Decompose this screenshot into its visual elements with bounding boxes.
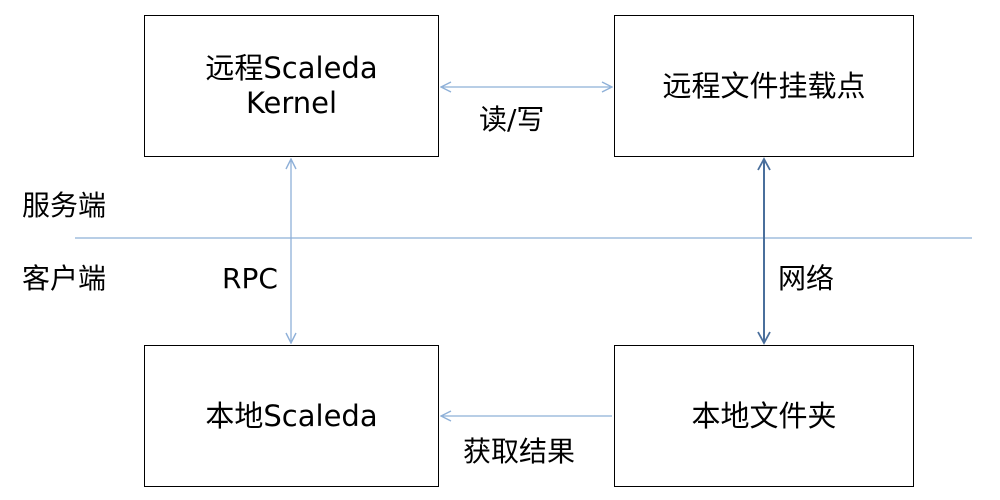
client-side-label: 客户端 xyxy=(22,262,107,295)
local-folder-label: 本地文件夹 xyxy=(691,398,837,433)
fetch-result-label: 获取结果 xyxy=(463,435,576,468)
server-side-label: 服务端 xyxy=(22,189,107,222)
remote-mount-point-label: 远程文件挂载点 xyxy=(662,68,866,103)
local-folder-node: 本地文件夹 xyxy=(614,345,914,487)
remote-scaleda-kernel-node: 远程Scaleda Kernel xyxy=(144,15,439,157)
rpc-label: RPC xyxy=(222,262,278,295)
remote-mount-point-node: 远程文件挂载点 xyxy=(614,15,914,157)
network-label: 网络 xyxy=(778,262,835,295)
local-scaleda-node: 本地Scaleda xyxy=(144,345,439,487)
local-scaleda-label: 本地Scaleda xyxy=(205,398,378,433)
remote-scaleda-kernel-label: 远程Scaleda Kernel xyxy=(205,51,378,120)
read-write-label: 读/写 xyxy=(479,103,545,136)
